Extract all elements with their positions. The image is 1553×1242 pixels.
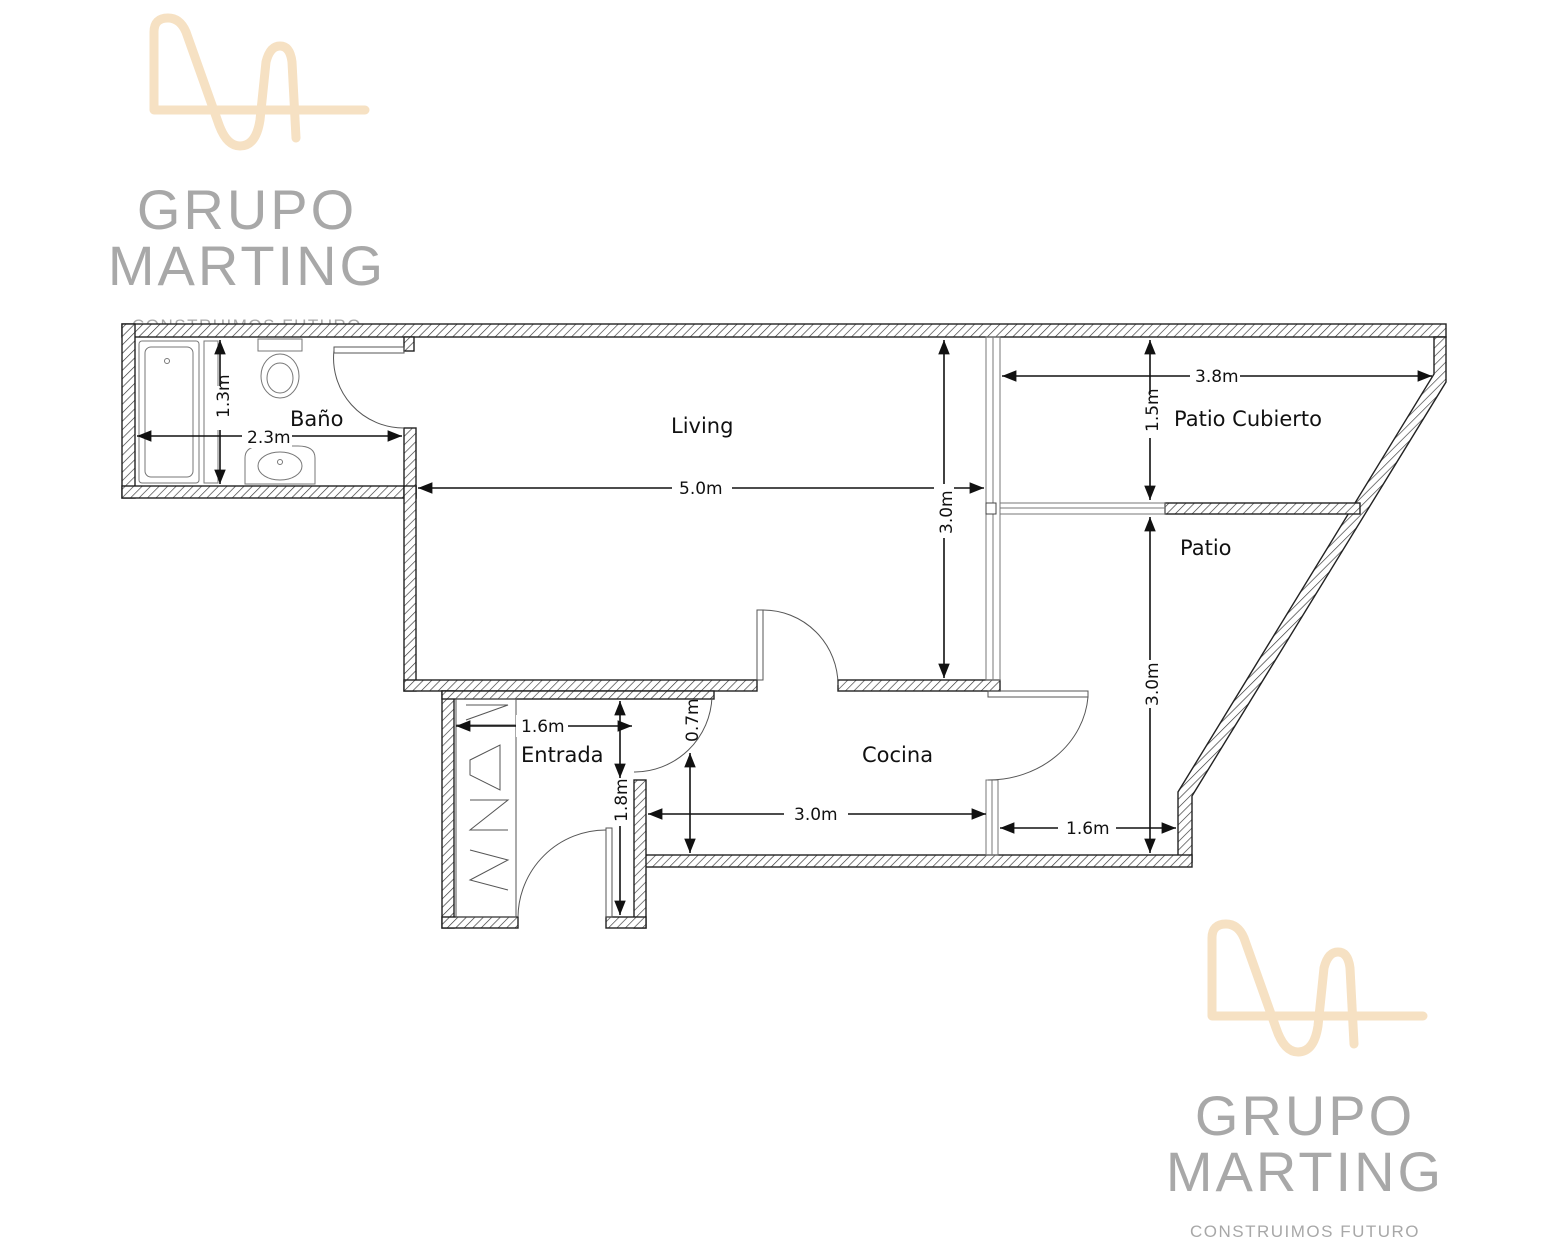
dim-living-height: 3.0m <box>937 490 957 534</box>
brand-tagline: CONSTRUIMOS FUTURO <box>1189 1222 1421 1241</box>
dim-cocina-width: 3.0m <box>794 805 838 825</box>
martin-wave-logo-icon <box>1207 919 1428 1057</box>
room-label-patio: Patio <box>1180 536 1232 560</box>
sink-icon <box>244 445 316 485</box>
bathroom-fixtures <box>138 338 316 485</box>
dim-bano-width: 2.3m <box>247 428 291 448</box>
floor-plan: Baño Living Patio Cubierto Patio Entrada… <box>121 323 1447 929</box>
bathtub-icon <box>138 340 200 484</box>
walls <box>121 323 1447 929</box>
brand-name: GRUPO MARTING <box>107 178 387 297</box>
doors <box>333 346 1089 918</box>
room-label-bano: Baño <box>290 407 343 431</box>
dim-entrada-door: 0.7m <box>683 698 703 742</box>
dim-patio-width: 1.6m <box>1066 819 1110 839</box>
dim-patio-height: 3.0m <box>1143 662 1163 706</box>
closet-icon <box>455 698 517 918</box>
room-label-living: Living <box>671 414 733 438</box>
room-label-patio-cubierto: Patio Cubierto <box>1174 407 1322 431</box>
dim-patio-cubierto-width: 3.8m <box>1195 367 1239 387</box>
dim-entrada-height: 1.8m <box>612 778 632 822</box>
dim-entrada-width: 1.6m <box>521 717 565 737</box>
dim-bano-height: 1.3m <box>214 374 234 418</box>
dim-living-width: 5.0m <box>679 479 723 499</box>
dim-patio-cubierto-height: 1.5m <box>1143 388 1163 432</box>
brand-top: GRUPO MARTING CONSTRUIMOS FUTURO <box>12 182 482 336</box>
room-label-entrada: Entrada <box>521 743 604 767</box>
brand-name: GRUPO MARTING <box>1165 1084 1445 1203</box>
martin-wave-logo-icon <box>149 13 370 151</box>
sliding-doors <box>985 336 1166 856</box>
room-label-cocina: Cocina <box>862 743 933 767</box>
toilet-icon <box>257 338 303 352</box>
